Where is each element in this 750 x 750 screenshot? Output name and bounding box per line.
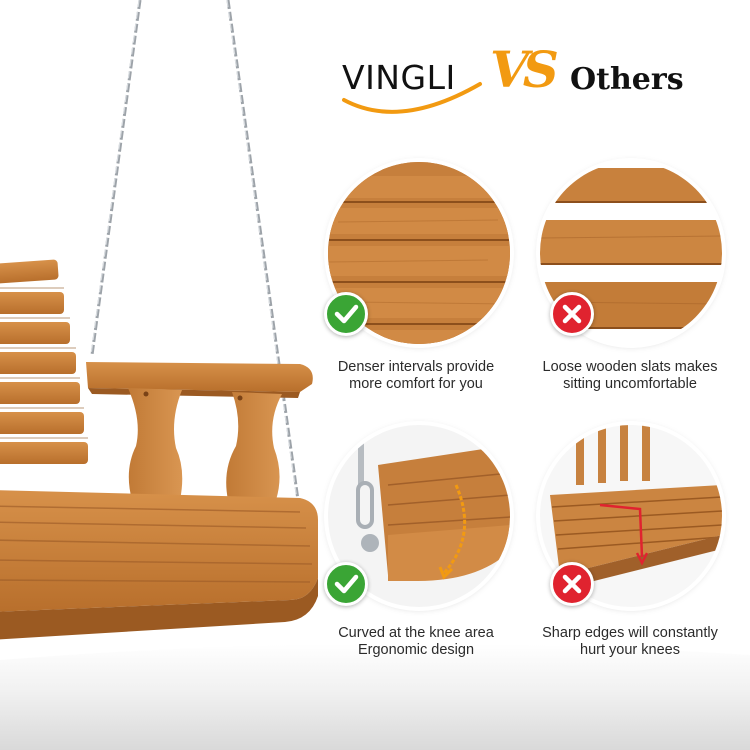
caption-line: more comfort for you [349, 376, 483, 392]
backrest [0, 259, 88, 464]
check-icon [324, 292, 368, 336]
caption-line: Sharp edges will constantly [542, 625, 718, 641]
seat [0, 490, 318, 640]
caption-line: Curved at the knee area [338, 625, 494, 641]
comparison-caption-4: Sharp edges will constantly hurt your kn… [525, 625, 735, 659]
brand-swoosh-icon [342, 82, 482, 114]
competitor-label: Others [570, 62, 684, 97]
check-icon [324, 562, 368, 606]
caption-line: hurt your knees [580, 642, 680, 658]
comparison-header: VINGLI VS Others [340, 40, 740, 114]
armrest [86, 362, 313, 500]
porch-swing-illustration [0, 0, 318, 640]
caption-line: Denser intervals provide [337, 359, 495, 375]
comparison-caption-1: Denser intervals provide more comfort fo… [311, 359, 521, 393]
comparison-caption-2: Loose wooden slats makes sitting uncomfo… [525, 359, 735, 393]
caption-line: Loose wooden slats makes [542, 359, 718, 375]
brand-name: VINGLI [342, 58, 456, 97]
caption-line: Ergonomic design [357, 642, 475, 658]
cross-icon [550, 292, 594, 336]
chain [90, 0, 300, 501]
caption-line: sitting uncomfortable [563, 376, 697, 392]
cross-icon [550, 562, 594, 606]
comparison-caption-3: Curved at the knee area Ergonomic design [311, 625, 521, 659]
versus-logo: VS [490, 40, 559, 99]
